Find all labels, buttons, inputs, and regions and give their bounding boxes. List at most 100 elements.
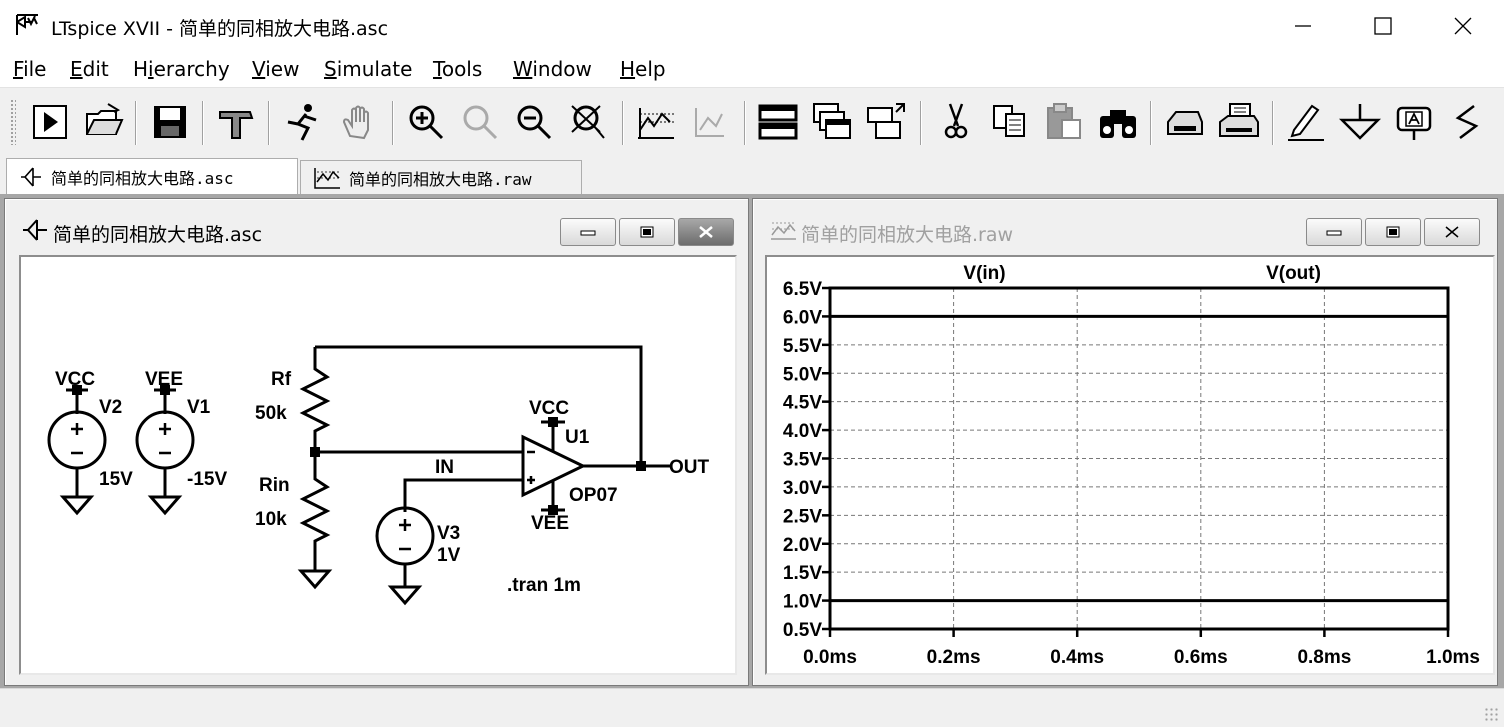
ltspice-app-icon xyxy=(16,14,38,35)
v3-voltage-source[interactable] xyxy=(375,506,435,606)
document-tabs: 简单的同相放大电路.asc 简单的同相放大电路.raw xyxy=(0,156,1504,194)
tab-schematic[interactable]: 简单的同相放大电路.asc xyxy=(6,158,298,194)
find-button[interactable] xyxy=(1096,100,1140,144)
tile-horizontal-button[interactable] xyxy=(756,100,800,144)
schematic-canvas[interactable]: VCC VEE V2 V1 15V -15V Rf 50k Rin 10k VC… xyxy=(19,255,737,675)
plot-axes: 0.5V1.0V1.5V2.0V2.5V3.0V3.5V4.0V4.5V5.0V… xyxy=(783,279,1480,668)
y-tick-label: 5.5V xyxy=(783,336,822,357)
rin-value-label: 10k xyxy=(255,509,287,530)
schematic-diagram[interactable]: VCC VEE V2 V1 15V -15V Rf 50k Rin 10k VC… xyxy=(21,257,735,673)
print-button[interactable] xyxy=(1216,100,1260,144)
cut-button[interactable] xyxy=(934,100,978,144)
tran-directive[interactable]: .tran 1m xyxy=(507,575,581,596)
zoom-in-button[interactable] xyxy=(404,100,448,144)
zoom-out-icon xyxy=(517,105,552,140)
y-tick-label: 2.0V xyxy=(783,535,822,556)
rf-resistor[interactable] xyxy=(299,347,331,452)
tab-waveform[interactable]: 简单的同相放大电路.raw xyxy=(300,160,582,194)
autorange-button[interactable] xyxy=(634,100,678,144)
toolbar-grip[interactable] xyxy=(10,99,16,145)
menu-simulate[interactable]: Simulate xyxy=(324,57,413,81)
resize-grip[interactable] xyxy=(1484,707,1500,723)
menu-hierarchy[interactable]: Hierarchy xyxy=(133,57,230,81)
schematic-restore-button[interactable] xyxy=(619,218,675,246)
menu-tools[interactable]: Tools xyxy=(433,57,483,81)
v2-vcc-net-label: VCC xyxy=(55,369,95,390)
component-button[interactable] xyxy=(1446,100,1490,144)
v2-value-label: 15V xyxy=(99,469,133,490)
zoom-out-button[interactable] xyxy=(512,100,556,144)
minimize-icon xyxy=(580,230,596,236)
ground-button[interactable] xyxy=(1338,100,1382,144)
out-net-label: OUT xyxy=(669,457,710,478)
v1-voltage-source[interactable] xyxy=(135,388,195,516)
x-tick-label: 0.4ms xyxy=(1050,647,1104,668)
save-button[interactable] xyxy=(148,100,192,144)
close-button[interactable] xyxy=(1423,0,1503,52)
menu-help[interactable]: Help xyxy=(620,57,666,81)
v3-label: V3 xyxy=(437,523,460,544)
menu-bar: File Edit Hierarchy View Simulate Tools … xyxy=(0,52,1504,88)
zoom-back-button[interactable] xyxy=(688,100,732,144)
v2-label: V2 xyxy=(99,397,122,418)
tile-vertical-icon xyxy=(867,103,905,139)
cut-icon xyxy=(944,103,968,139)
run-button[interactable] xyxy=(28,100,72,144)
label-net-button[interactable] xyxy=(1392,100,1436,144)
save-icon xyxy=(154,106,186,138)
pan-icon xyxy=(342,105,369,140)
waveform-icon xyxy=(314,167,340,189)
menu-edit[interactable]: Edit xyxy=(70,57,109,81)
schematic-close-button[interactable] xyxy=(678,218,734,246)
copy-icon xyxy=(993,105,1025,137)
title-bar[interactable]: LTspice XVII - 简单的同相放大电路.asc xyxy=(0,0,1504,52)
open-button[interactable] xyxy=(82,100,126,144)
rin-resistor[interactable] xyxy=(297,452,333,590)
close-icon xyxy=(1445,226,1459,238)
x-tick-label: 0.8ms xyxy=(1297,647,1351,668)
window-title: LTspice XVII - 简单的同相放大电路.asc xyxy=(51,18,389,40)
paste-icon xyxy=(1047,103,1081,139)
label-net-icon xyxy=(1396,106,1432,140)
menu-file[interactable]: File xyxy=(13,57,47,81)
copy-button[interactable] xyxy=(988,100,1032,144)
y-tick-label: 6.5V xyxy=(783,279,822,300)
y-tick-label: 5.0V xyxy=(783,364,822,385)
paste-button[interactable] xyxy=(1042,100,1086,144)
draw-wire-button[interactable] xyxy=(1284,100,1328,144)
waveform-minimize-button[interactable] xyxy=(1306,218,1362,246)
schematic-minimize-button[interactable] xyxy=(560,218,616,246)
print-preview-button[interactable] xyxy=(1162,100,1206,144)
tile-vertical-button[interactable] xyxy=(864,100,908,144)
halt-button[interactable] xyxy=(280,100,324,144)
legend-label-1[interactable]: V(out) xyxy=(1266,263,1321,284)
restore-icon xyxy=(1386,226,1400,238)
menu-view[interactable]: View xyxy=(252,57,300,81)
zoom-area-button[interactable] xyxy=(458,100,502,144)
v1-value-label: -15V xyxy=(187,469,227,490)
waveform-close-button[interactable] xyxy=(1424,218,1480,246)
waveform-window-titlebar[interactable]: 简单的同相放大电路.raw xyxy=(753,199,1497,251)
zoom-fit-button[interactable] xyxy=(566,100,610,144)
maximize-button[interactable] xyxy=(1343,0,1423,52)
control-panel-button[interactable] xyxy=(214,100,258,144)
legend-label-0[interactable]: V(in) xyxy=(963,263,1005,284)
schematic-window[interactable]: 简单的同相放大电路.asc xyxy=(4,198,749,686)
close-icon xyxy=(699,226,713,238)
open-icon xyxy=(86,103,124,135)
minimize-button[interactable] xyxy=(1263,0,1343,52)
cascade-button[interactable] xyxy=(810,100,854,144)
in-net-wire xyxy=(403,478,523,512)
component-icon xyxy=(1455,105,1479,139)
schematic-window-titlebar[interactable]: 简单的同相放大电路.asc xyxy=(5,199,748,251)
opamp-vee-label: VEE xyxy=(531,513,569,534)
zoom-back-icon xyxy=(695,108,724,137)
u1-label: U1 xyxy=(565,427,590,448)
pan-button[interactable] xyxy=(336,100,380,144)
waveform-restore-button[interactable] xyxy=(1365,218,1421,246)
waveform-plot[interactable]: 0.5V1.0V1.5V2.0V2.5V3.0V3.5V4.0V4.5V5.0V… xyxy=(767,257,1493,673)
menu-window[interactable]: Window xyxy=(513,57,592,81)
v2-voltage-source[interactable] xyxy=(47,388,107,516)
